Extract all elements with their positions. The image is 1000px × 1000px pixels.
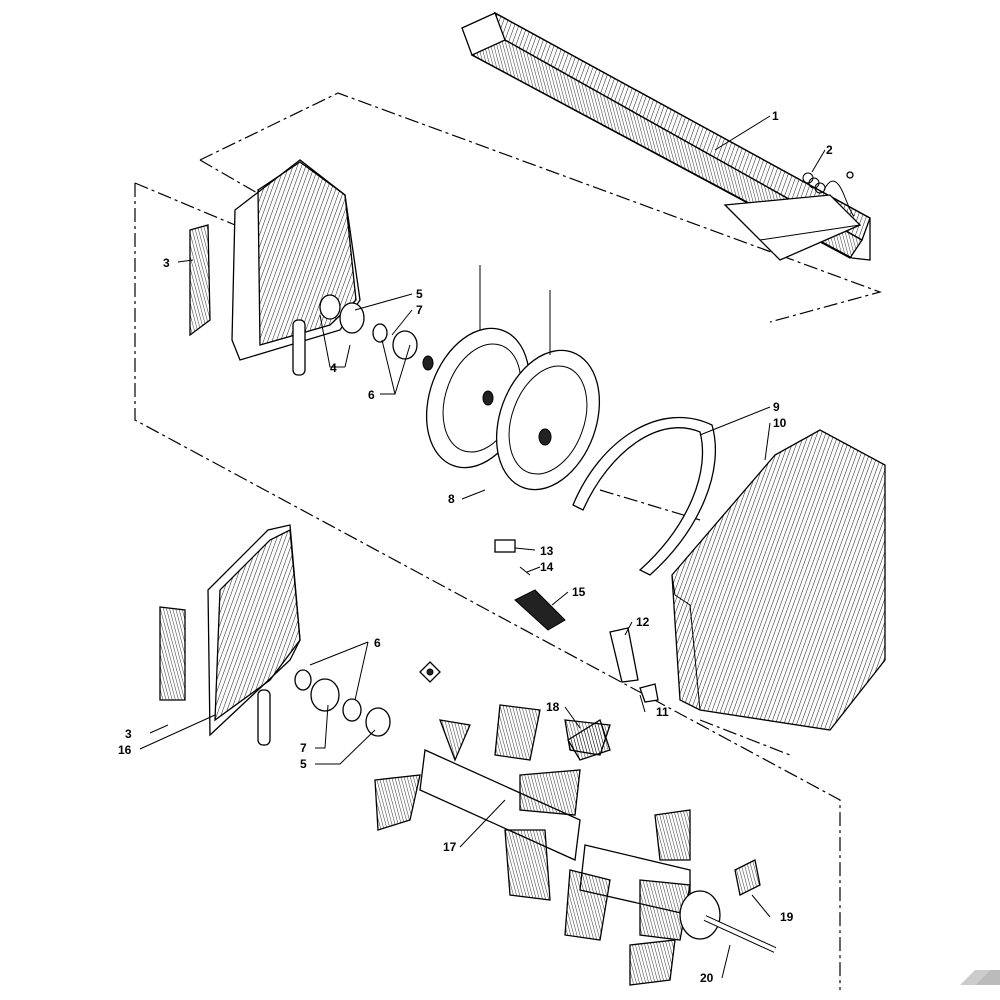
belt-guard <box>671 429 886 731</box>
label-part-12: 12 <box>636 615 650 629</box>
part-labels: 1 2 3 4 5 6 7 8 9 10 11 12 13 14 15 6 3 … <box>118 109 833 985</box>
label-part-15: 15 <box>572 585 586 599</box>
rotor-brackets <box>567 719 761 896</box>
label-part-4: 4 <box>330 361 337 375</box>
label-part-6-lower: 6 <box>374 636 381 650</box>
label-part-3-lower: 3 <box>125 727 132 741</box>
pulley-pair <box>425 265 601 491</box>
label-part-7-lower: 7 <box>300 741 307 755</box>
leader-lines <box>139 115 826 979</box>
label-part-14: 14 <box>540 560 554 574</box>
upper-bearing-set <box>339 302 434 371</box>
rotor-drum <box>374 704 721 986</box>
label-part-16: 16 <box>118 743 132 757</box>
label-part-7-upper: 7 <box>416 303 423 317</box>
drive-belt <box>572 416 716 576</box>
upper-cover-plate <box>189 224 211 337</box>
label-part-11: 11 <box>656 705 669 719</box>
upper-side-plate <box>231 159 361 376</box>
small-hardware <box>494 539 659 703</box>
spring-part <box>802 171 855 217</box>
lower-bearing-set <box>294 669 391 737</box>
label-part-19: 19 <box>780 910 794 924</box>
label-part-13: 13 <box>540 544 554 558</box>
label-part-3-upper: 3 <box>163 256 170 270</box>
label-part-2: 2 <box>826 143 833 157</box>
label-part-1: 1 <box>772 109 779 123</box>
label-part-18: 18 <box>546 700 560 714</box>
label-part-8: 8 <box>448 492 455 506</box>
label-part-17: 17 <box>443 840 457 854</box>
rotor-shaft <box>703 915 777 953</box>
lower-side-plate <box>159 524 301 746</box>
label-part-5-upper: 5 <box>416 287 423 301</box>
label-part-10: 10 <box>773 416 787 430</box>
label-part-6-upper: 6 <box>368 388 375 402</box>
label-part-9: 9 <box>773 400 780 414</box>
label-part-5-lower: 5 <box>300 757 307 771</box>
corner-logo-icon <box>960 970 1000 985</box>
lift-point-icon <box>419 661 441 683</box>
label-part-20: 20 <box>700 971 714 985</box>
top-channel-part <box>461 11 871 261</box>
